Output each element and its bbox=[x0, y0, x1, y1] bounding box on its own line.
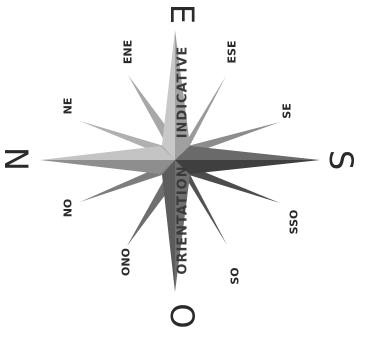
arm-west-left bbox=[162, 160, 175, 292]
label-se: SE bbox=[281, 103, 294, 118]
cardinal-west-label: O bbox=[163, 303, 201, 328]
arm-east-left bbox=[162, 30, 175, 160]
label-no: NO bbox=[62, 199, 75, 218]
axis-label-indicative: INDICATIVE bbox=[176, 46, 191, 139]
label-ne: NE bbox=[62, 98, 75, 115]
arm-north-upper bbox=[40, 146, 175, 160]
axis-label-orientation: ORIENTATION bbox=[176, 165, 191, 274]
arm-south-upper bbox=[175, 146, 320, 160]
cardinal-north-label: N bbox=[0, 147, 35, 171]
label-ono: ONO bbox=[120, 248, 133, 276]
label-ese: ESE bbox=[226, 41, 239, 64]
cardinal-south-label: S bbox=[322, 150, 360, 170]
cardinal-east-label: E bbox=[163, 4, 201, 24]
label-so: SO bbox=[229, 267, 242, 284]
arm-south-lower bbox=[175, 160, 320, 174]
label-sso: SSO bbox=[288, 210, 301, 235]
label-ene: ENE bbox=[122, 40, 135, 64]
arm-north-lower bbox=[40, 160, 175, 174]
